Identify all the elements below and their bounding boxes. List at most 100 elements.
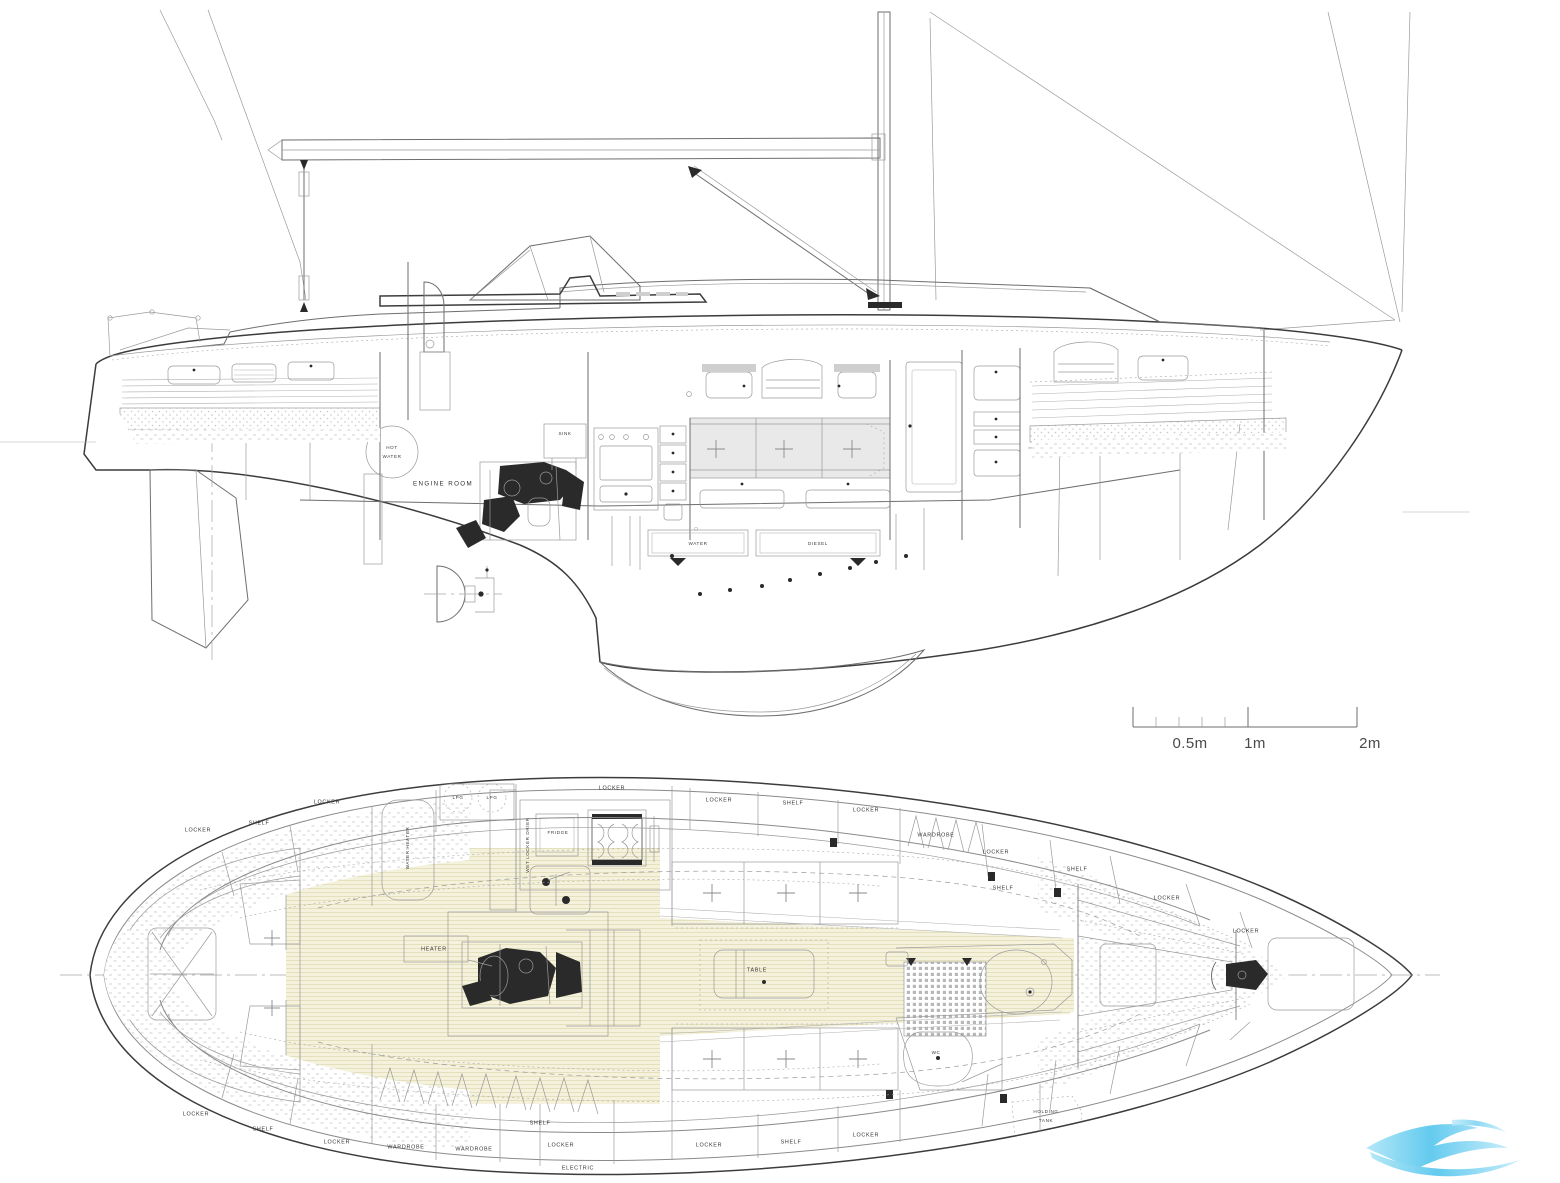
plan-label-locker-stb-4: LOCKER [696,1142,722,1148]
scale-bar: 0.5m 1m 2m [1132,707,1380,752]
water-heater-plan [381,799,435,901]
sink-plan [529,865,591,915]
deck-and-coachroof [107,235,1331,420]
port-locker-band [159,784,1253,951]
heater-box [403,935,469,963]
saloon-window-2 [837,371,877,399]
engine-block [456,461,584,548]
hot-water-tank [365,425,419,479]
label-hot-water-line1: HOT [386,445,398,450]
aft-backrest-slats [121,377,379,405]
plan-label-electric: ELECTRIC [562,1165,594,1171]
mast-step [868,302,902,308]
saloon-sole [660,918,1074,1036]
cockpit-locker-hatch [147,927,217,1021]
plan-label-locker-aft-stb: LOCKER [183,1111,209,1117]
label-sink: SINK [558,431,571,436]
starboard-locker-band [159,999,1211,1166]
plan-label-water-heater: WATER HEATER [405,826,410,869]
scale-tick-0: 0.5m [1173,735,1208,752]
gooseneck-fitting [871,133,886,161]
tank-group [611,508,925,570]
plan-labels-bottom: LOCKER SHELF LOCKER WARDROBE WARDROBE SH… [183,1111,879,1171]
galley-section [543,423,687,521]
fridge-box [535,813,579,857]
cushion-tufts [707,440,861,458]
profile-view: HOT WATER ENGINE ROOM SINK WATER DIESEL [0,9,1470,717]
plan-label-locker-fwd-port: LOCKER [983,849,1009,855]
plan-label-shelf-fwd-port: SHELF [1067,866,1088,872]
galley-sink [543,423,587,459]
label-engine-room: ENGINE ROOM [413,481,473,488]
coachroof-plan-outline [317,870,1141,1080]
heads-compartment [905,348,1021,540]
label-diesel-tank: DIESEL [808,541,828,546]
scale-minor-ticks [1155,717,1226,727]
plan-label-lpg-1: LPG [453,795,464,800]
wave-logo [1366,1119,1520,1177]
plan-label-locker-galley: LOCKER [599,785,625,791]
label-water-tank: WATER [688,541,707,546]
plan-label-locker-saloon-p2: LOCKER [853,807,879,813]
port-settee-tufts [703,884,867,902]
heads-door [905,361,963,493]
aft-cabin-portlights [167,361,335,385]
galley-plan [489,789,671,915]
settee-cushion [690,418,890,478]
plan-label-locker-stb-5: LOCKER [853,1132,879,1138]
label-hot-water-line2: WATER [382,454,401,459]
hull-fastener-marks [670,554,908,596]
stringer-dashes [199,848,1251,1102]
plan-label-locker-port-2: LOCKER [314,799,340,805]
forward-window [1137,355,1189,381]
stb-settee-tufts [703,1050,867,1068]
sprayhood [468,235,641,301]
plan-label-holding-tank-l2: TANK [1039,1118,1054,1123]
cockpit-coaming [379,275,708,307]
plan-label-wc: WC [932,1050,941,1055]
aft-cabin [117,352,381,540]
plan-label-locker-stb-3: LOCKER [548,1142,574,1148]
coachroof-openings [686,359,880,399]
plan-label-locker-stb-2: LOCKER [324,1139,350,1145]
foredeck-hatch [1099,943,1157,1007]
hull-profile [0,313,1470,717]
plan-label-table: TABLE [747,967,767,973]
aft-deck-texture [104,800,470,1150]
topping-lift [298,160,310,312]
saloon-window-1 [705,371,753,399]
plan-label-holding-tank-l1: HOLDING [1033,1109,1058,1114]
plan-label-shelf-stb-4: SHELF [781,1139,802,1145]
cockpit-area [129,847,301,1103]
engine-room [365,352,589,548]
v-berth-pad [1078,936,1232,1016]
fwd-liner-slats [1031,377,1273,419]
plan-labels-interior: WATER HEATER WET LOCKER DRIER FRIDGE HEA… [405,817,1058,1123]
shower-grating [904,962,986,1036]
plan-labels-top: LOCKER SHELF LOCKER LPG LPG LOCKER LOCKE… [185,785,1259,934]
fwd-sole-texture [1032,432,1288,458]
skeg-detail [363,473,383,565]
plan-label-heater: HEATER [421,946,447,952]
propeller-assembly [424,565,502,623]
keel-fin [598,648,926,717]
forward-hatch [1053,341,1119,383]
rudder [149,469,249,649]
plan-label-locker-saloon-port: LOCKER [706,797,732,803]
wardrobe-hanging-port [907,814,985,855]
aft-berth-mattress [120,408,380,430]
steering-pedestal [407,262,451,420]
galley-drawers [659,425,687,521]
plan-view: LOCKER SHELF LOCKER LPG LPG LOCKER LOCKE… [60,776,1440,1176]
water-tank [647,529,749,557]
boom-vang [688,165,880,300]
saloon-settee [689,360,891,540]
forward-cabin-plan [1077,884,1355,1068]
plan-label-wet-locker-drier: WET LOCKER DRIER [525,817,530,873]
coaming-vent-slots [616,292,688,296]
plan-label-locker-bow: LOCKER [1233,928,1259,934]
engine-plan [461,941,583,1009]
galley-stove [593,427,659,511]
stove-plan [587,809,647,867]
